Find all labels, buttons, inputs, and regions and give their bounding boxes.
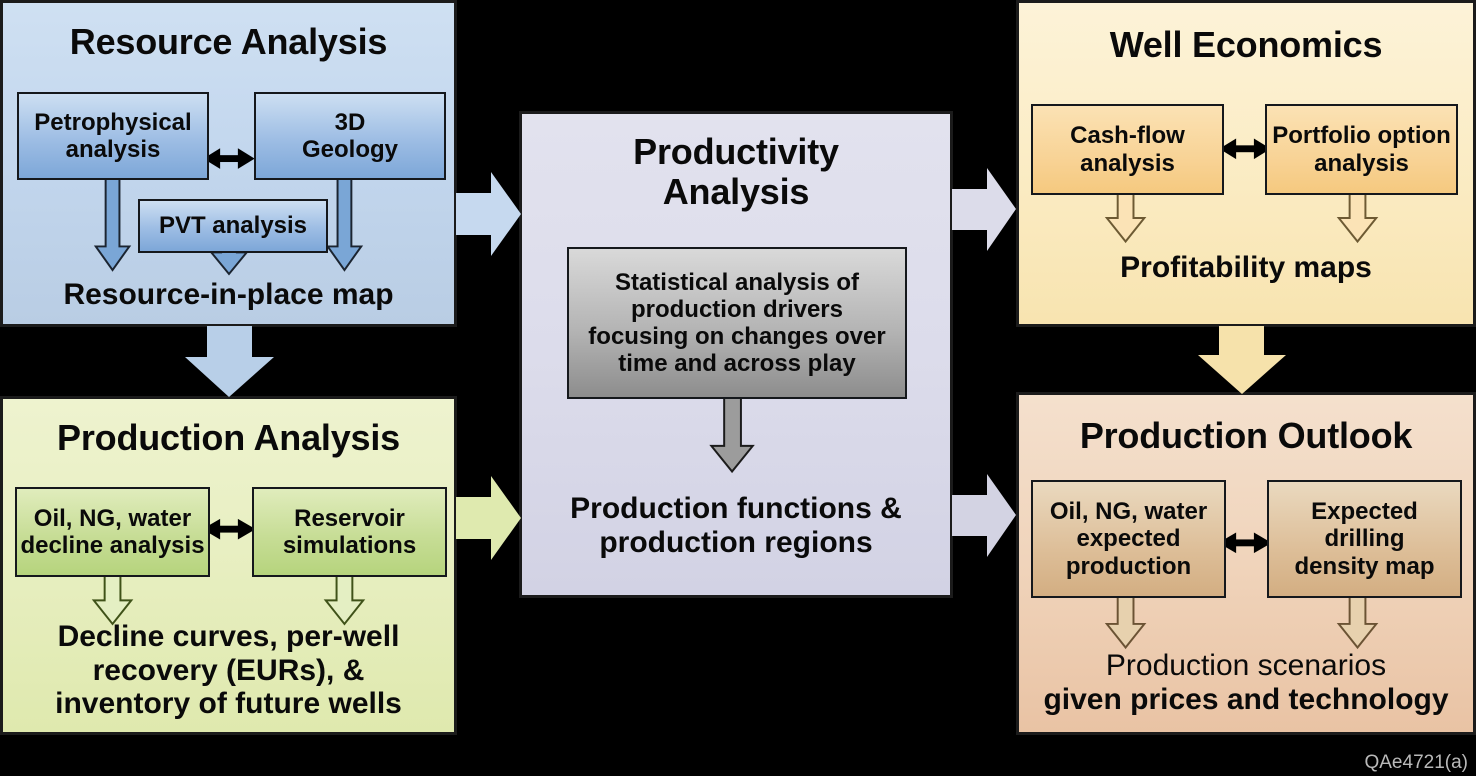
line: production drivers xyxy=(630,295,843,323)
line: analysis xyxy=(65,136,161,163)
line: Cash-flow xyxy=(1070,122,1185,150)
stem-drilling-density-down xyxy=(1336,593,1379,650)
box-expected-drilling-density-map-label: Expected drilling density map xyxy=(1294,498,1434,579)
stem-petrophysical-down xyxy=(93,174,132,272)
panel-well-economics[interactable]: Well Economics Cash-flow analysis Portfo… xyxy=(1016,0,1476,327)
box-3d-geology-label: 3D Geology xyxy=(302,109,398,163)
box-portfolio-option-analysis-label: Portfolio option analysis xyxy=(1272,122,1451,176)
line: simulations xyxy=(282,532,417,559)
line: density map xyxy=(1294,552,1435,580)
line: analysis xyxy=(1080,149,1175,177)
result-profitability-maps: Profitability maps xyxy=(1120,251,1372,284)
double-arrow-production-drilling xyxy=(1218,532,1272,554)
box-pvt-analysis-label: PVT analysis xyxy=(158,212,308,240)
result-production-functions-regions: Production functions & production region… xyxy=(522,492,950,559)
line: Geology xyxy=(301,136,398,163)
line: Decline curves, per-well xyxy=(57,620,400,653)
panel-title-resource-analysis: Resource Analysis xyxy=(69,21,388,62)
line: drilling xyxy=(1324,525,1405,553)
box-statistical-analysis[interactable]: Statistical analysis of production drive… xyxy=(567,247,907,399)
line: analysis xyxy=(1314,149,1409,177)
arrow-resource-to-production-analysis xyxy=(185,326,274,397)
arrow-resource-to-productivity xyxy=(456,172,521,256)
line: Petrophysical xyxy=(34,108,192,136)
stem-reservoir-simulations-down xyxy=(323,572,366,626)
line: inventory of future wells xyxy=(55,687,402,721)
box-oil-ng-water-expected-production-label: Oil, NG, water expected production xyxy=(1050,498,1207,579)
panel-title-production-outlook: Production Outlook xyxy=(1079,415,1413,456)
double-arrow-petrophysical-3dgeology xyxy=(203,148,255,169)
stem-decline-analysis-down xyxy=(91,572,134,626)
result-given-prices-and-technology: given prices and technology xyxy=(1043,683,1449,716)
double-arrow-decline-reservoir xyxy=(202,518,256,540)
stem-3dgeology-down xyxy=(325,174,364,272)
line: Productivity xyxy=(633,131,839,172)
line: expected xyxy=(1076,525,1181,553)
box-reservoir-simulations-label: Reservoir simulations xyxy=(283,505,416,559)
box-oil-ng-water-expected-production[interactable]: Oil, NG, water expected production xyxy=(1031,480,1226,598)
line: 3D xyxy=(334,108,366,136)
result-resource-in-place-map: Resource-in-place map xyxy=(63,278,394,311)
box-cash-flow-analysis-label: Cash-flow analysis xyxy=(1070,122,1185,176)
line: production regions xyxy=(599,525,873,559)
box-oil-ng-water-decline-analysis[interactable]: Oil, NG, water decline analysis xyxy=(15,487,210,577)
box-oil-ng-water-decline-analysis-label: Oil, NG, water decline analysis xyxy=(20,505,204,559)
line: Analysis xyxy=(662,171,810,213)
box-petrophysical-analysis[interactable]: Petrophysical analysis xyxy=(17,92,209,180)
panel-productivity-analysis[interactable]: Productivity Analysis Statistical analys… xyxy=(519,111,953,598)
line: focusing on changes over xyxy=(588,323,886,350)
panel-resource-analysis[interactable]: Resource Analysis Petrophysical analysis xyxy=(0,0,457,327)
stem-statistical-box-down xyxy=(709,394,755,474)
stem-expected-production-down xyxy=(1104,593,1147,650)
line: Reservoir xyxy=(294,504,405,532)
stem-cashflow-down xyxy=(1104,190,1147,244)
panel-title-productivity-analysis: Productivity Analysis xyxy=(522,131,950,213)
line: Production functions & xyxy=(570,492,902,525)
arrow-productivity-to-well-economics xyxy=(952,168,1016,251)
panel-title-well-economics: Well Economics xyxy=(1109,24,1383,65)
line: Portfolio option xyxy=(1272,122,1451,150)
line: Oil, NG, water xyxy=(33,504,192,532)
box-cash-flow-analysis[interactable]: Cash-flow analysis xyxy=(1031,104,1224,195)
result-decline-curves-eurs: Decline curves, per-well recovery (EURs)… xyxy=(3,620,454,721)
result-production-scenarios: Production scenarios xyxy=(1105,649,1387,682)
line: Expected xyxy=(1311,498,1418,526)
panel-production-outlook[interactable]: Production Outlook Oil, NG, water expect… xyxy=(1016,392,1476,735)
box-petrophysical-analysis-label: Petrophysical analysis xyxy=(34,109,191,163)
arrow-well-economics-to-production-outlook xyxy=(1198,326,1286,394)
box-pvt-analysis[interactable]: PVT analysis xyxy=(138,199,328,253)
line: decline analysis xyxy=(20,532,205,559)
line: Oil, NG, water xyxy=(1049,498,1208,526)
stem-portfolio-down xyxy=(1336,190,1379,244)
double-arrow-cashflow-portfolio xyxy=(1219,138,1271,160)
line: production xyxy=(1065,552,1192,580)
box-3d-geology[interactable]: 3D Geology xyxy=(254,92,446,180)
arrow-production-analysis-to-productivity xyxy=(456,476,521,560)
figure-credit: QAe4721(a) xyxy=(1364,752,1468,773)
panel-title-production-analysis: Production Analysis xyxy=(57,417,400,458)
panel-production-analysis[interactable]: Production Analysis Oil, NG, water decli… xyxy=(0,396,457,735)
line: time and across play xyxy=(618,350,856,378)
box-reservoir-simulations[interactable]: Reservoir simulations xyxy=(252,487,447,577)
box-portfolio-option-analysis[interactable]: Portfolio option analysis xyxy=(1265,104,1458,195)
line: recovery (EURs), & xyxy=(92,653,365,687)
box-expected-drilling-density-map[interactable]: Expected drilling density map xyxy=(1267,480,1462,598)
arrow-productivity-to-production-outlook xyxy=(952,474,1016,557)
line: Statistical analysis of xyxy=(614,268,860,296)
box-statistical-analysis-label: Statistical analysis of production drive… xyxy=(588,269,885,377)
